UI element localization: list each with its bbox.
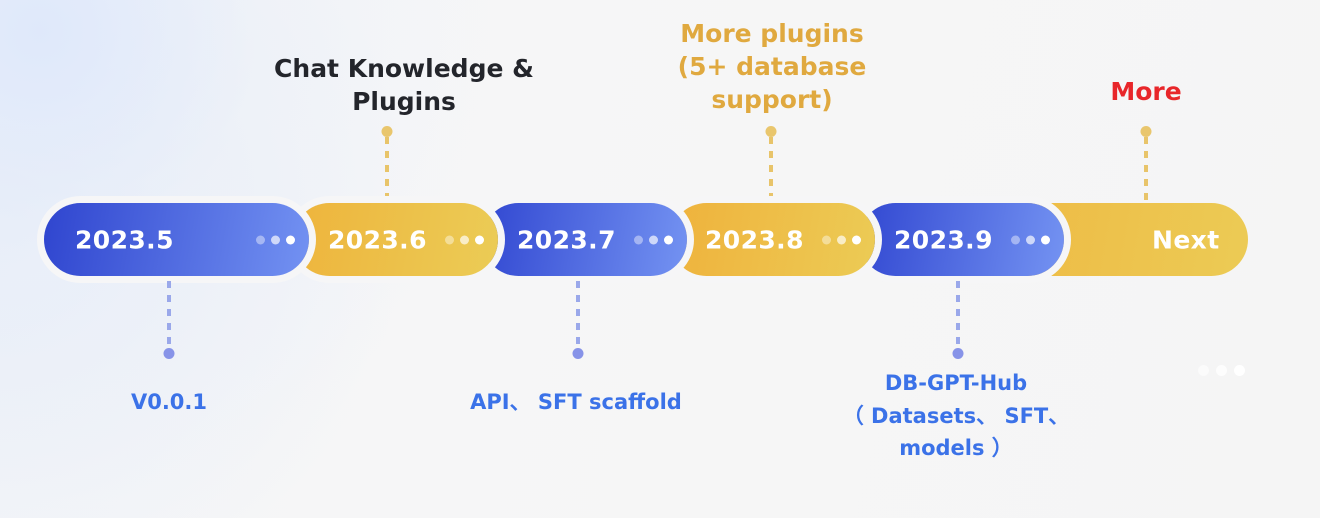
connector-next-up (1140, 126, 1152, 205)
timeline-segment-dots-icon (1011, 235, 1050, 244)
connector-knob-icon (381, 126, 393, 137)
connector-2023-5-down (163, 281, 175, 359)
connector-line (167, 281, 171, 348)
timeline-segment-label: 2023.8 (705, 225, 804, 254)
callout-chat-knowledge-plugins: Chat Knowledge & Plugins (274, 54, 534, 116)
connector-knob-icon (765, 126, 777, 137)
connector-2023-8-up (765, 126, 777, 205)
timeline-segment-label: 2023.6 (328, 225, 427, 254)
connector-2023-7-down (572, 281, 584, 359)
timeline-segment-dots-icon (256, 235, 295, 244)
timeline-bar: Next 2023.9 2023.8 2023.7 2023.6 (44, 203, 1248, 276)
connector-2023-6-up (381, 126, 393, 205)
timeline-segment-dots-icon (634, 235, 673, 244)
callout-more-plugins: More plugins (5+ database support) (677, 19, 867, 114)
timeline-segment-dots-icon (445, 235, 484, 244)
connector-line (956, 281, 960, 348)
timeline-segment-2023-8[interactable]: 2023.8 (670, 203, 875, 276)
callout-db-gpt-hub: DB-GPT-Hub （ Datasets、 SFT、 models ） (842, 371, 1070, 461)
callout-more: More (1110, 77, 1182, 106)
timeline-segment-label: 2023.9 (894, 225, 993, 254)
callout-v0-0-1: V0.0.1 (130, 390, 208, 414)
decorative-dots-icon (1198, 365, 1245, 376)
connector-line (769, 137, 773, 205)
connector-2023-9-down (952, 281, 964, 359)
timeline-segment-2023-9[interactable]: 2023.9 (859, 203, 1064, 276)
connector-knob-icon (952, 348, 964, 359)
timeline-segment-2023-7[interactable]: 2023.7 (482, 203, 687, 276)
connector-line (385, 137, 389, 205)
timeline-segment-label: 2023.5 (75, 225, 174, 254)
connector-knob-icon (572, 348, 584, 359)
timeline-segment-label: Next (1152, 225, 1220, 254)
timeline-segment-label: 2023.7 (517, 225, 616, 254)
timeline-segment-dots-icon (822, 235, 861, 244)
connector-line (1144, 137, 1148, 205)
connector-knob-icon (163, 348, 175, 359)
connector-line (576, 281, 580, 348)
connector-knob-icon (1140, 126, 1152, 137)
timeline-segment-2023-5[interactable]: 2023.5 (44, 203, 309, 276)
callout-api-sft-scaffold: API、 SFT scaffold (470, 390, 682, 414)
timeline-segment-2023-6[interactable]: 2023.6 (293, 203, 498, 276)
